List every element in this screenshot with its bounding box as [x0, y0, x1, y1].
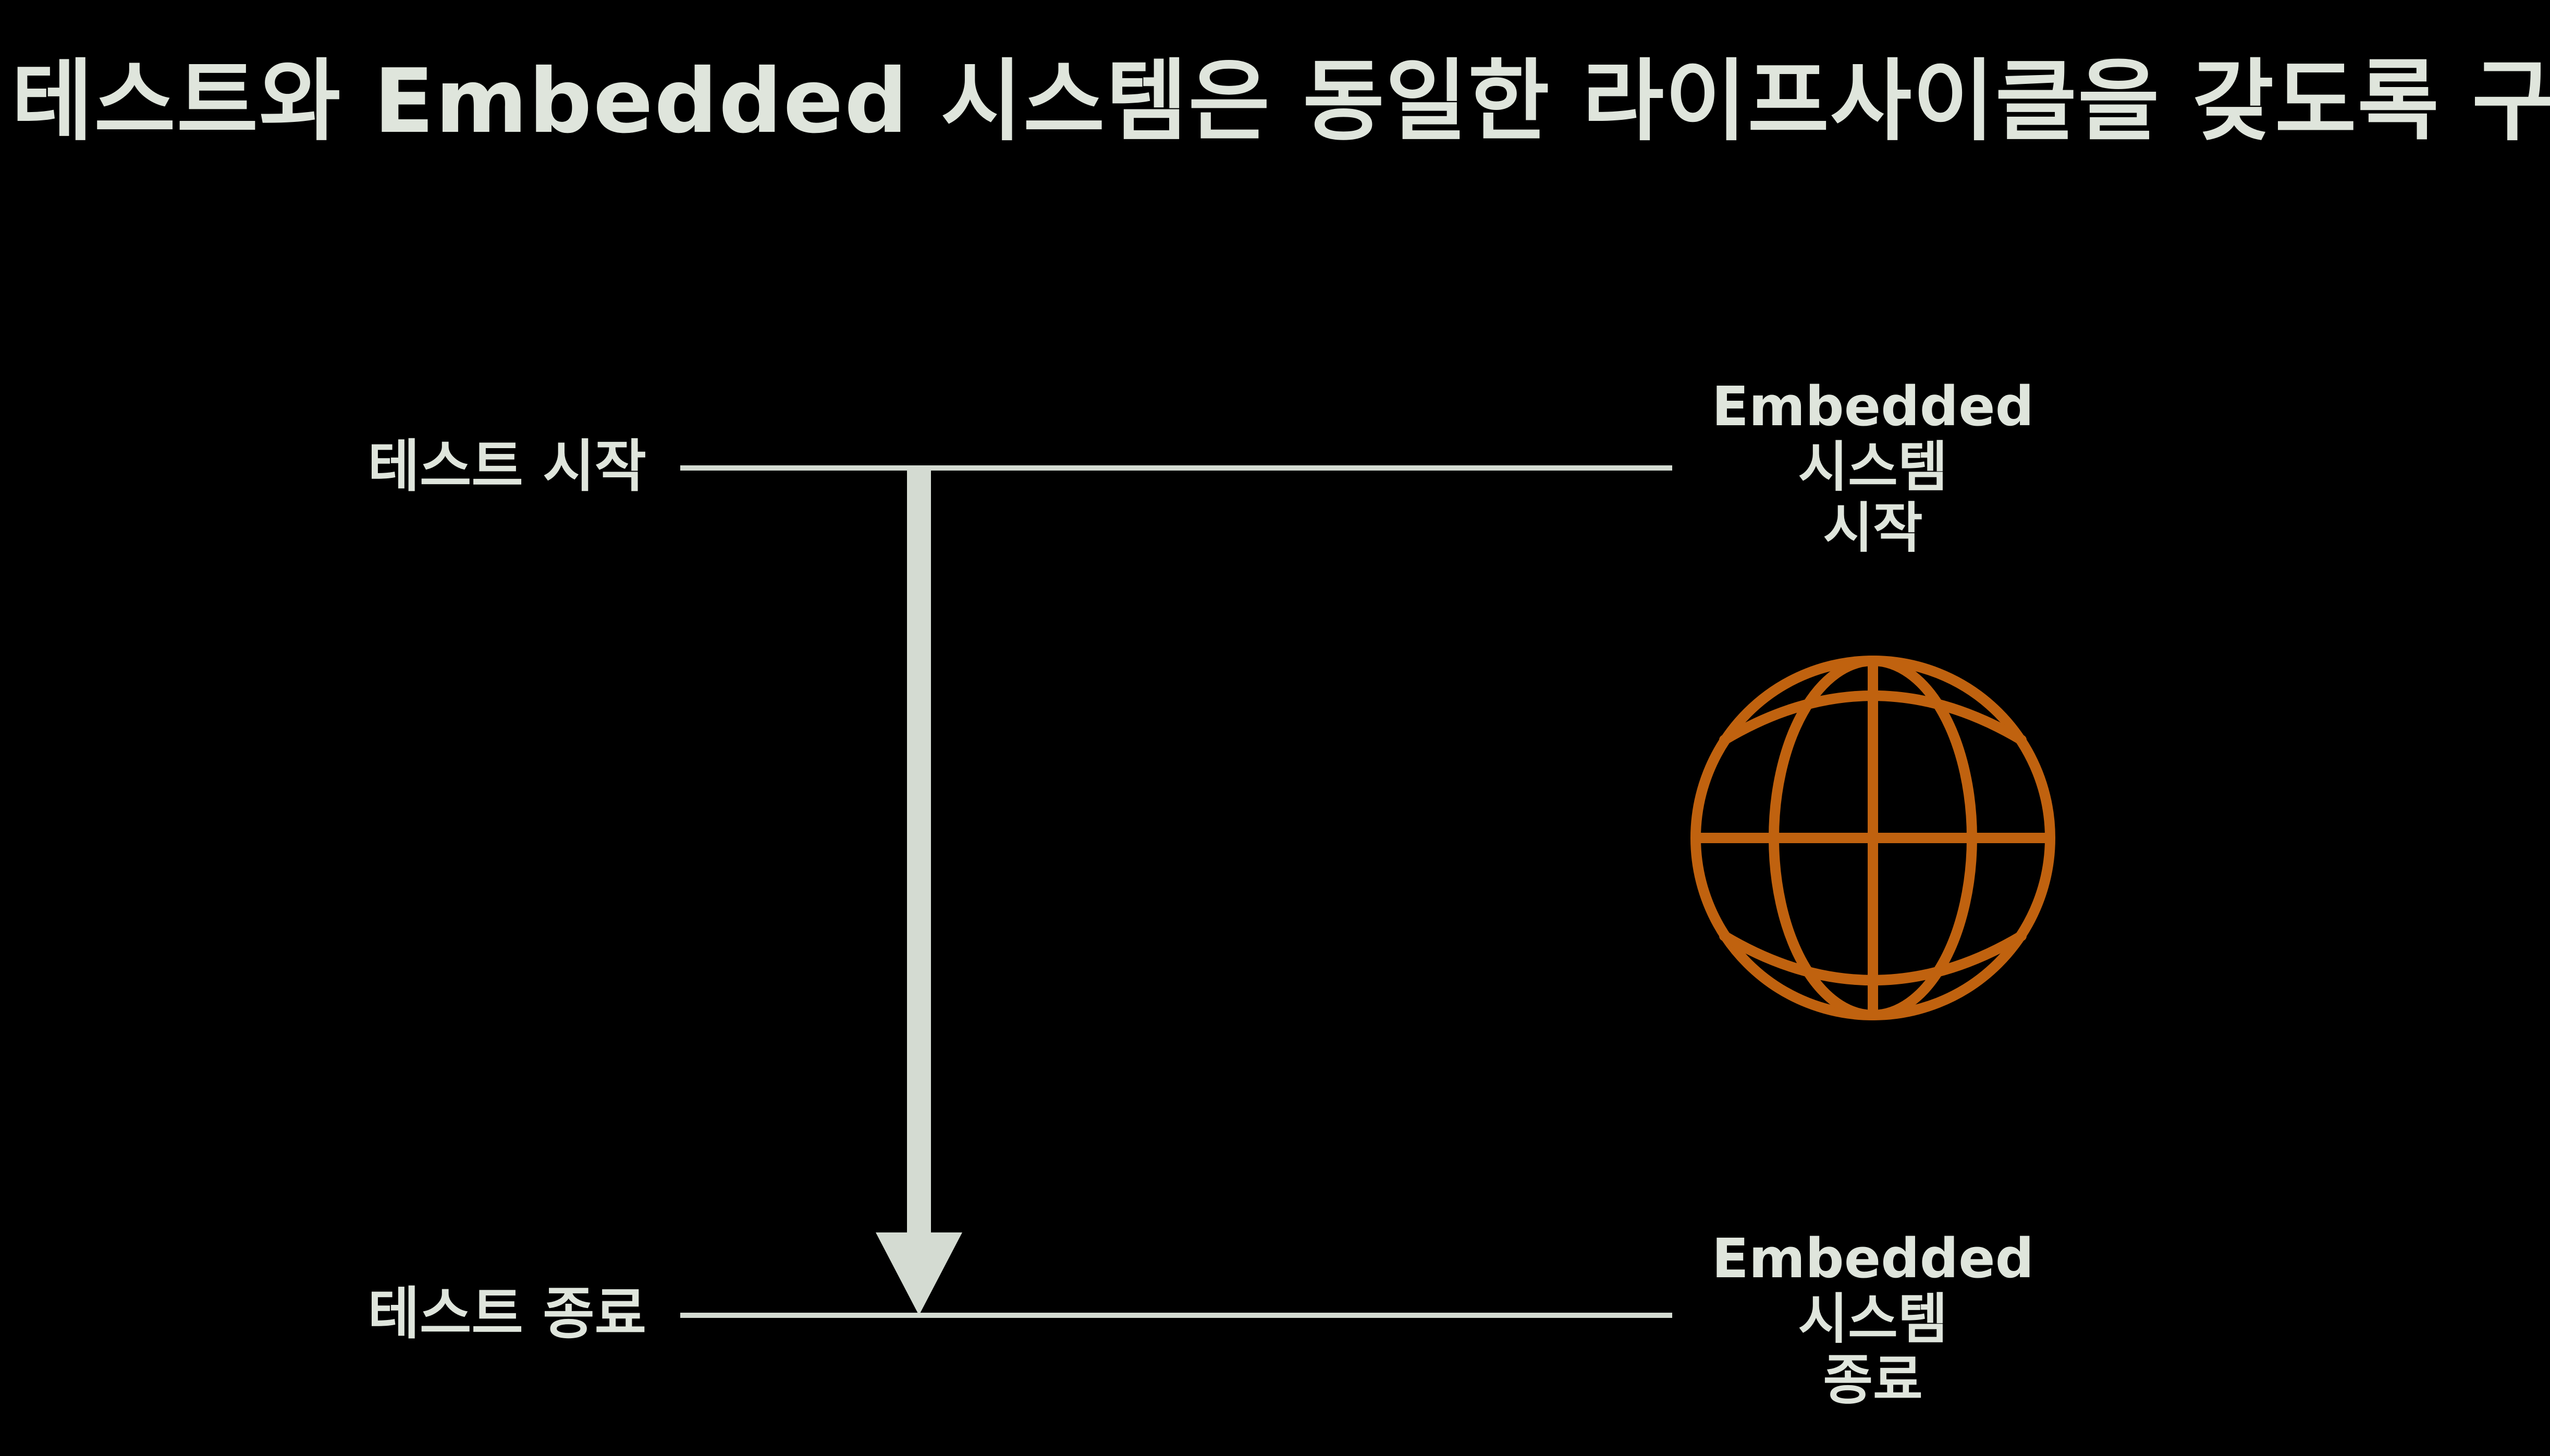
test-end-label: 테스트 종료 — [367, 1281, 646, 1347]
slide-title: 테스트와 Embedded 시스템은 동일한 라이프사이클을 갖도록 구성 — [11, 50, 2550, 153]
system-end-label: Embedded 시스템 종료 — [1659, 1227, 2087, 1412]
down-arrow-icon — [876, 468, 962, 1315]
system-start-line-3: 시작 — [1823, 496, 1923, 560]
system-start-label: Embedded 시스템 시작 — [1659, 375, 2087, 560]
system-end-line-1: Embedded — [1711, 1227, 2034, 1290]
test-start-label: 테스트 시작 — [367, 434, 646, 499]
system-start-line-2: 시스템 — [1798, 435, 1948, 499]
globe-icon — [1690, 656, 2055, 1020]
system-start-line-1: Embedded — [1711, 375, 2034, 438]
system-end-line-3: 종료 — [1823, 1348, 1923, 1412]
system-end-line-2: 시스템 — [1798, 1287, 1948, 1351]
